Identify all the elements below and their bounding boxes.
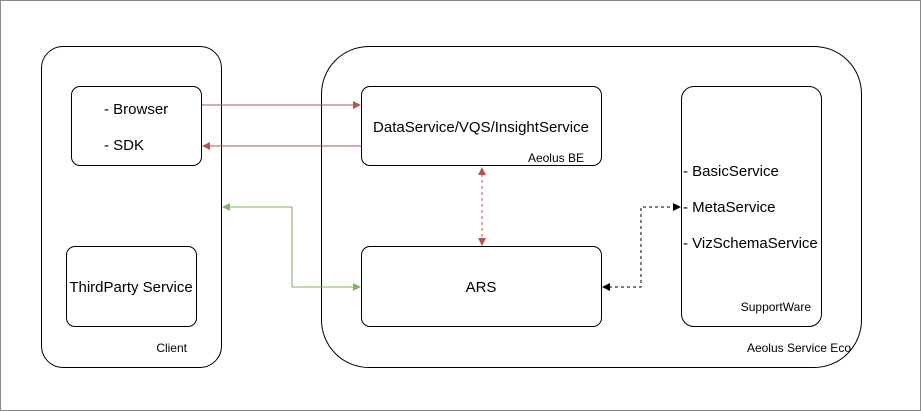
- sdk-item: - SDK: [104, 137, 145, 154]
- ars-box: [361, 246, 602, 327]
- browser-item: - Browser: [104, 101, 169, 118]
- ars-supportware-dashed-arrow: [602, 203, 681, 291]
- supportware-label: SupportWare: [740, 300, 811, 314]
- supportware-item-basicservice: - BasicService: [683, 163, 779, 180]
- aeolus-be-label: Aeolus BE: [527, 151, 584, 165]
- ars-label: ARS: [465, 279, 497, 296]
- dataservice-box: [361, 86, 602, 166]
- aeolus-service-eco-label: Aeolus Service Eco: [746, 341, 851, 355]
- thirdparty-service-box: [66, 246, 197, 327]
- supportware-item-metaservice: - MetaService: [683, 199, 776, 216]
- supportware-item-vizschemaservice: - VizSchemaService: [683, 235, 818, 252]
- client-label: Client: [156, 341, 187, 355]
- browser-sdk-box: [71, 86, 202, 166]
- supportware-box: [681, 86, 822, 327]
- thirdparty-service-label: ThirdParty Service: [69, 279, 193, 296]
- client-ars-green-arrow: [222, 203, 361, 291]
- dataservice-label: DataService/VQS/InsightService: [373, 119, 589, 136]
